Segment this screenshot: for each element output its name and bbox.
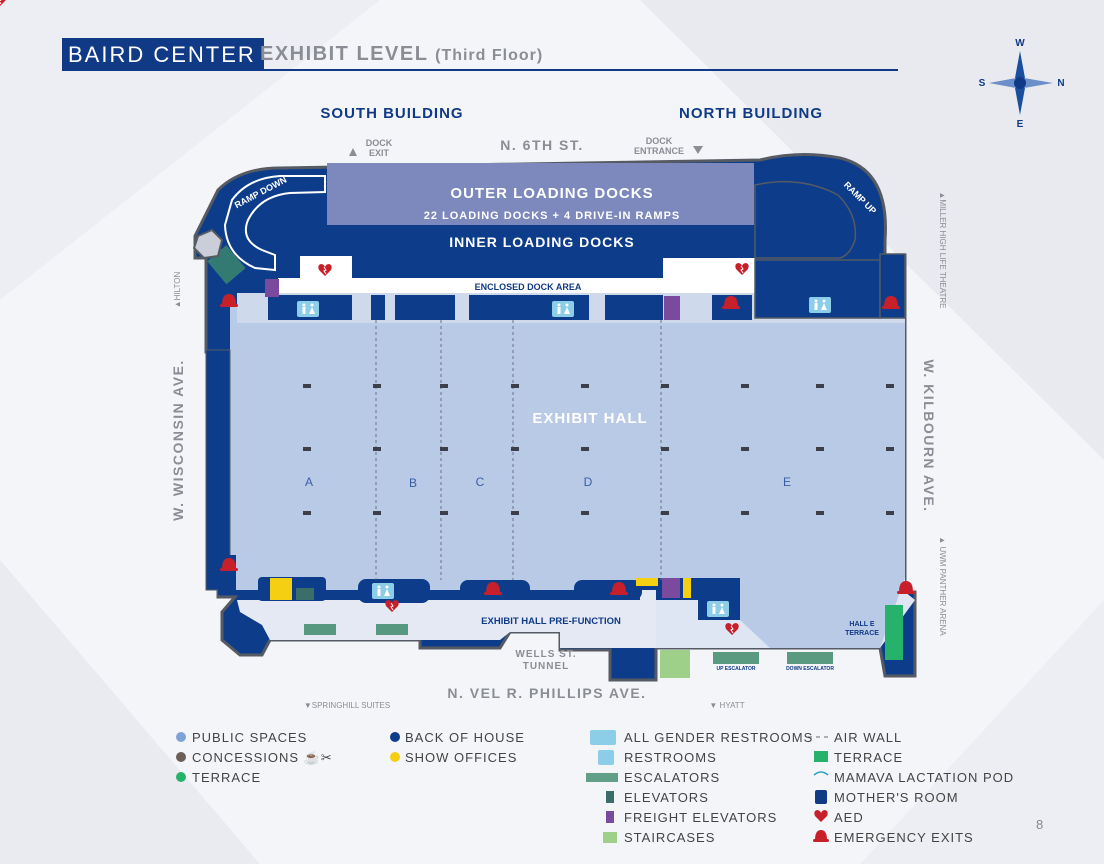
legend-staircases: STAIRCASES <box>624 830 716 845</box>
legend-concessions-label: CONCESSIONS <box>192 750 300 765</box>
dock-entrance-label-2: ENTRANCE <box>634 146 684 156</box>
dock-entrance-label-1: DOCK <box>646 136 673 146</box>
floor-name: (Third Floor) <box>435 47 544 64</box>
legend-concessions: CONCESSIONS ☕✂ <box>192 750 333 766</box>
dock-exit-label-2: EXIT <box>369 148 390 158</box>
n6th-label: N. 6TH ST. <box>500 137 583 153</box>
legend-escalators: ESCALATORS <box>624 770 721 785</box>
dock-exit-label-1: DOCK <box>366 138 393 148</box>
level-title: EXHIBIT LEVEL (Third Floor) <box>260 43 543 66</box>
up-escalator-label: UP ESCALATOR <box>717 666 756 672</box>
page-number: 8 <box>1036 817 1044 832</box>
legend-emergency-exits: EMERGENCY EXITS <box>834 830 974 845</box>
prefunction-area <box>237 590 656 648</box>
vel-phillips-label: N. VEL R. PHILLIPS AVE. <box>447 685 646 701</box>
legend-all-gender: ALL GENDER RESTROOMS <box>624 730 814 745</box>
legend-back-of-house: BACK OF HOUSE <box>405 730 525 745</box>
compass-rose: W N E S <box>979 38 1065 130</box>
kilbourn-label: W. KILBOURN AVE. <box>921 359 937 512</box>
hall-e-label: E <box>783 475 791 489</box>
compass-e: E <box>1017 119 1024 130</box>
compass-w: W <box>1015 38 1025 49</box>
exhibit-hall-area <box>230 305 905 592</box>
venue-title: BAIRD CENTER <box>62 38 264 71</box>
wells-label-1: WELLS ST. <box>515 649 576 660</box>
concessions-icon: ☕✂ <box>299 750 333 765</box>
hall-e-terrace-label-1: HALL E <box>849 621 874 628</box>
hall-e-terrace-label-2: TERRACE <box>845 630 879 637</box>
level-name: EXHIBIT LEVEL <box>260 43 429 65</box>
wells-label-2: TUNNEL <box>523 661 570 672</box>
inner-docks-label: INNER LOADING DOCKS <box>449 234 634 250</box>
legend-restrooms: RESTROOMS <box>624 750 717 765</box>
hyatt-label: ▼ HYATT <box>709 701 744 710</box>
enclosed-dock-label: ENCLOSED DOCK AREA <box>475 282 582 292</box>
outer-docks-sub-label: 22 LOADING DOCKS + 4 DRIVE-IN RAMPS <box>424 210 681 222</box>
legend-elevators: ELEVATORS <box>624 790 709 805</box>
legend-terrace: TERRACE <box>834 750 904 765</box>
exhibit-hall-label: EXHIBIT HALL <box>532 410 647 427</box>
south-building-label: SOUTH BUILDING <box>320 105 463 122</box>
compass-s: S <box>979 78 986 89</box>
legend-freight-elevators: FREIGHT ELEVATORS <box>624 810 778 825</box>
outer-docks-label: OUTER LOADING DOCKS <box>450 185 653 202</box>
legend-air-wall: AIR WALL <box>834 730 903 745</box>
legend-public-spaces: PUBLIC SPACES <box>192 730 308 745</box>
springhill-label: ▼SPRINGHILL SUITES <box>304 701 390 710</box>
prefunction-label: EXHIBIT HALL PRE-FUNCTION <box>481 616 621 627</box>
legend-terrace-dot: TERRACE <box>192 770 262 785</box>
hall-c-label: C <box>476 475 485 489</box>
hall-d-label: D <box>584 475 593 489</box>
miller-label: ▲MILLER HIGH LIFE THEATRE <box>938 192 947 309</box>
down-escalator-label: DOWN ESCALATOR <box>786 666 834 672</box>
outer-loading-docks <box>327 163 754 225</box>
uwm-label: ▲ UWM PANTHER ARENA <box>938 536 947 636</box>
legend-mothers-room: MOTHER'S ROOM <box>834 790 959 805</box>
hall-b-label: B <box>409 476 417 490</box>
north-building-label: NORTH BUILDING <box>679 105 823 122</box>
title-rule <box>62 69 898 71</box>
hilton-label: ▲HILTON <box>173 272 182 309</box>
legend-show-offices: SHOW OFFICES <box>405 750 518 765</box>
legend-mamava: MAMAVA LACTATION POD <box>834 770 1015 785</box>
legend-aed: AED <box>834 810 864 825</box>
hall-a-label: A <box>305 475 313 489</box>
wisconsin-label: W. WISCONSIN AVE. <box>170 359 186 521</box>
compass-n: N <box>1057 78 1064 89</box>
